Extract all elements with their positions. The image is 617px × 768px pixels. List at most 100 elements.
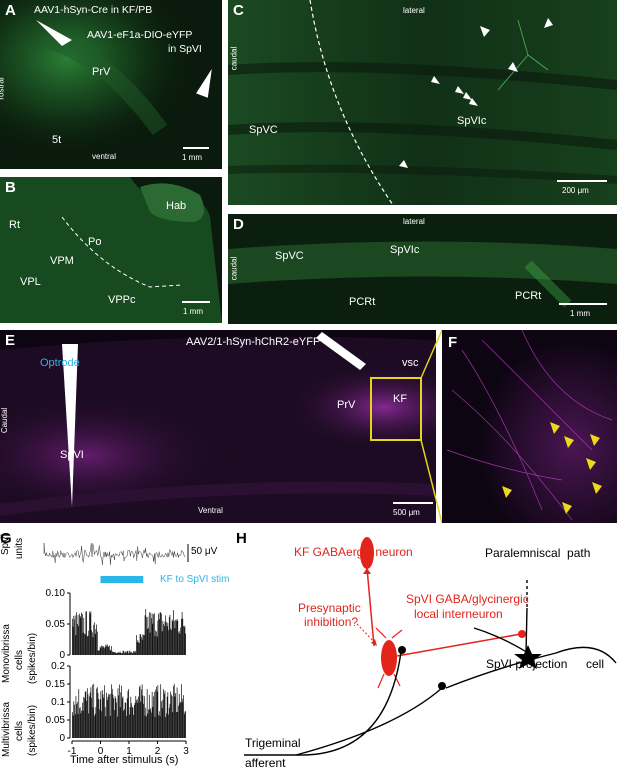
mono-bar bbox=[181, 618, 182, 655]
panel-label-h: H bbox=[236, 530, 247, 547]
multi-bar bbox=[117, 688, 119, 738]
mono-bar bbox=[174, 628, 176, 655]
panel-c-tissue bbox=[228, 0, 617, 205]
multi-bar bbox=[141, 689, 142, 738]
multi-ylabel-1: Multivibrissa bbox=[1, 701, 12, 757]
presynaptic-label-2: inhibition? bbox=[304, 615, 359, 629]
mono-bar bbox=[104, 646, 106, 655]
multi-bar bbox=[162, 699, 164, 738]
mono-bar bbox=[164, 621, 166, 655]
multi-bar bbox=[74, 714, 76, 738]
mono-bar bbox=[82, 632, 84, 655]
projection-cell-icon bbox=[514, 645, 542, 669]
mono-bar bbox=[85, 611, 87, 655]
mono-bar bbox=[105, 644, 107, 655]
mono-bar bbox=[116, 653, 118, 655]
mono-bar bbox=[166, 626, 168, 655]
region-pcrt-2: PCRt bbox=[515, 290, 542, 302]
multi-bar bbox=[176, 712, 177, 738]
mono-bar bbox=[120, 652, 122, 655]
panel-d-tissue bbox=[228, 214, 617, 324]
mono-bar bbox=[115, 652, 117, 655]
mono-bar bbox=[111, 651, 113, 655]
multi-bar bbox=[121, 698, 123, 738]
boundary-dashed-line bbox=[61, 216, 183, 288]
mono-bar bbox=[146, 628, 148, 655]
mono-bar bbox=[177, 620, 179, 655]
mono-bar bbox=[94, 622, 95, 655]
multi-bar bbox=[79, 708, 80, 738]
mono-bar bbox=[76, 612, 77, 655]
mono-bar bbox=[139, 634, 141, 655]
arrowhead-icons bbox=[502, 422, 602, 514]
mono-bar bbox=[124, 651, 126, 655]
mono-bar bbox=[131, 653, 133, 655]
mono-bar bbox=[157, 620, 159, 655]
multi-bar bbox=[73, 701, 75, 738]
multi-bar bbox=[92, 707, 94, 738]
mono-bar bbox=[81, 612, 82, 655]
panel-a: A AAV1-hSyn-Cre in KF/PB AAV1-eF1a-DIO-e… bbox=[0, 0, 222, 169]
mono-bar bbox=[168, 616, 170, 655]
multi-bar bbox=[122, 696, 124, 738]
region-spvic: SpVIc bbox=[390, 244, 420, 256]
mono-bar bbox=[131, 652, 132, 655]
multi-bar bbox=[155, 689, 157, 738]
multi-bar bbox=[72, 715, 74, 738]
multi-bar bbox=[156, 686, 157, 738]
kf-neuron-icon bbox=[360, 537, 374, 569]
multi-bar bbox=[138, 687, 140, 738]
multi-bar bbox=[81, 702, 83, 738]
multi-bar bbox=[136, 699, 138, 738]
mono-bar bbox=[173, 610, 174, 655]
multi-bar bbox=[76, 703, 77, 738]
mono-bar bbox=[138, 642, 139, 655]
mono-bar bbox=[151, 613, 153, 655]
multi-bar bbox=[138, 696, 139, 738]
multi-bar bbox=[143, 703, 144, 738]
mono-bar bbox=[83, 617, 85, 655]
multi-bar bbox=[119, 707, 121, 738]
multi-bar bbox=[168, 707, 170, 738]
mono-bar bbox=[158, 619, 160, 655]
mono-bar bbox=[92, 637, 94, 655]
multi-bar bbox=[179, 703, 181, 738]
multi-bar bbox=[158, 711, 160, 738]
mono-bar bbox=[178, 632, 179, 655]
mono-bar bbox=[114, 652, 115, 655]
multi-bar bbox=[126, 698, 128, 738]
region-vpl: VPL bbox=[20, 276, 41, 288]
label-optrode: Optrode bbox=[40, 357, 80, 369]
optrode-icon bbox=[62, 344, 78, 507]
mono-bar bbox=[84, 634, 86, 655]
mono-y-tick-label: 0.10 bbox=[46, 588, 66, 599]
multi-bar bbox=[123, 710, 125, 738]
mono-bar bbox=[101, 646, 103, 655]
label-injection: AAV2/1-hSyn-hChR2-eYFP bbox=[186, 336, 321, 348]
mono-bar bbox=[126, 650, 128, 655]
region-prv: PrV bbox=[92, 66, 111, 78]
mono-bar bbox=[183, 627, 185, 655]
multi-bar bbox=[84, 692, 86, 738]
mono-bar bbox=[143, 635, 144, 655]
multi-bar bbox=[84, 697, 85, 738]
multi-bar bbox=[101, 690, 103, 738]
multi-bar bbox=[164, 690, 166, 738]
multi-bar bbox=[131, 706, 133, 738]
region-po: Po bbox=[88, 236, 102, 248]
region-spvc: SpVC bbox=[249, 124, 278, 136]
panel-label-a: A bbox=[5, 2, 16, 19]
multi-bar bbox=[127, 691, 129, 738]
multi-bar bbox=[159, 716, 161, 738]
region-spvic: SpVIc bbox=[457, 115, 487, 127]
region-vpm: VPM bbox=[50, 255, 74, 267]
multi-bar bbox=[144, 715, 146, 738]
multi-bar bbox=[175, 693, 177, 738]
multi-bar bbox=[89, 696, 90, 738]
mono-bar bbox=[118, 652, 120, 655]
multi-bar bbox=[140, 701, 142, 738]
orient-caudal: caudal bbox=[229, 256, 239, 281]
x-tick-label: -1 bbox=[68, 746, 77, 757]
multi-bar bbox=[82, 710, 84, 738]
multi-bar bbox=[96, 688, 97, 738]
